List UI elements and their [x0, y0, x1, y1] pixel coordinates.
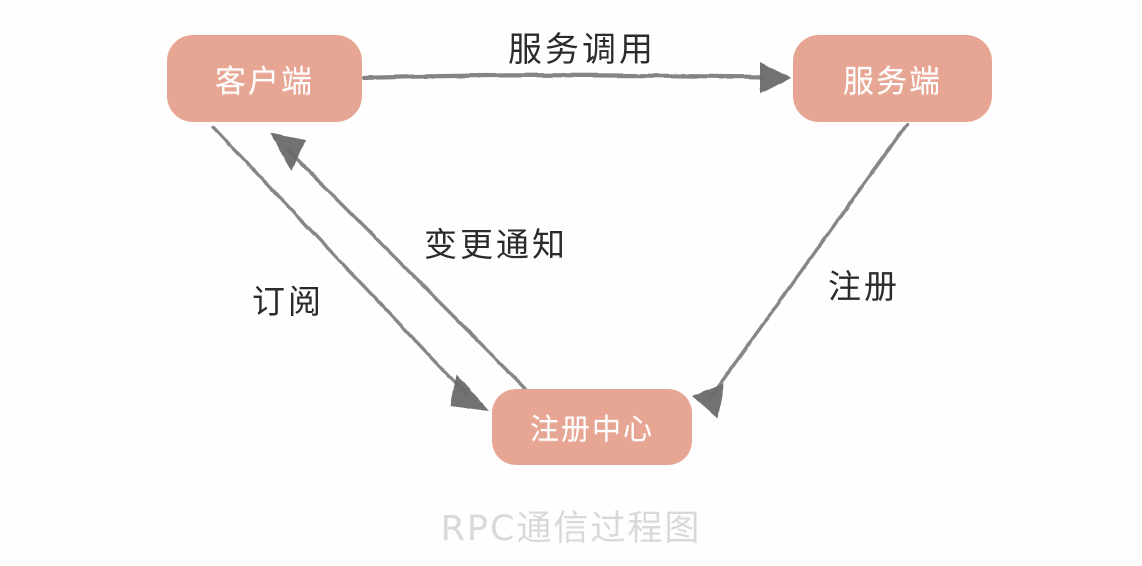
edge-change-notify — [270, 133, 529, 392]
edge-label-register: 注册 — [828, 267, 900, 306]
edge-subscribe — [211, 125, 489, 411]
node-client[interactable]: 客户端 — [167, 35, 362, 122]
node-server-label: 服务端 — [843, 64, 942, 100]
node-registry-label: 注册中心 — [529, 412, 654, 446]
edge-service-call — [361, 62, 791, 94]
figure-caption: RPC通信过程图 — [440, 509, 702, 549]
edge-register — [692, 122, 909, 419]
node-registry[interactable]: 注册中心 — [492, 389, 692, 465]
edge-label-change-notify: 变更通知 — [424, 225, 568, 264]
node-server[interactable]: 服务端 — [793, 35, 992, 122]
edge-label-service-call: 服务调用 — [508, 30, 656, 70]
edge-label-subscribe: 订阅 — [252, 282, 324, 321]
node-client-label: 客户端 — [215, 64, 314, 100]
